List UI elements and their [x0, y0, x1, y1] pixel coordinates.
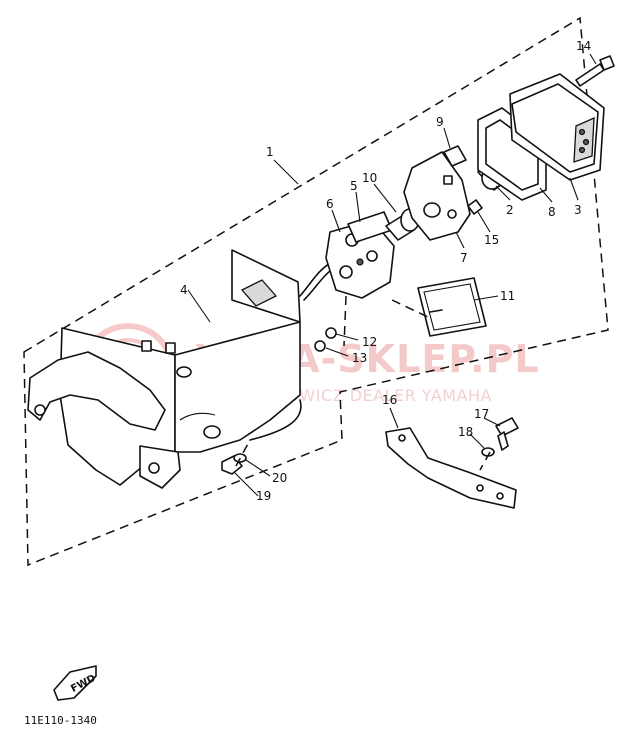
callout-2: 2 — [506, 203, 514, 217]
part-7-reflector-plate — [403, 151, 471, 241]
part-17-bolt — [495, 417, 519, 451]
callout-19: 19 — [256, 489, 271, 503]
leader-lines — [187, 53, 597, 497]
callout-11: 11 — [500, 289, 515, 303]
callout-9: 9 — [436, 115, 444, 129]
assembly-boundary — [23, 16, 609, 567]
callout-10: 10 — [362, 171, 377, 185]
callout-15: 15 — [484, 233, 499, 247]
callout-20: 20 — [272, 471, 287, 485]
drawing-code: 11E110-1340 — [24, 714, 97, 727]
callout-6: 6 — [326, 197, 334, 211]
callout-8: 8 — [548, 205, 556, 219]
assembly-guides — [235, 295, 491, 471]
callout-1: 1 — [266, 145, 274, 159]
part-3-tail-lens — [509, 73, 605, 181]
callout-14: 14 — [576, 39, 591, 53]
callout-16: 16 — [382, 393, 397, 407]
part-13-washer — [314, 340, 326, 352]
forward-direction-arrow: FWD — [53, 665, 98, 701]
callout-4: 4 — [180, 283, 188, 297]
callout-labels: 1 2 3 4 5 6 7 8 9 10 11 12 13 14 15 16 1… — [180, 39, 591, 503]
part-12-nut — [325, 327, 337, 339]
part-9-bulb — [443, 145, 467, 167]
part-11-reflector — [417, 277, 487, 337]
callout-3: 3 — [574, 203, 582, 217]
part-4-license-bracket — [27, 249, 301, 489]
part-16-bracket — [385, 427, 517, 509]
part-14-bolt — [575, 55, 615, 87]
callout-5: 5 — [350, 179, 358, 193]
part-15-screw — [467, 199, 483, 215]
callout-18: 18 — [458, 425, 473, 439]
callout-12: 12 — [362, 335, 377, 349]
callout-7: 7 — [460, 251, 468, 265]
callout-17: 17 — [474, 407, 489, 421]
part-6-socket-base — [325, 219, 395, 299]
callout-13: 13 — [352, 351, 367, 365]
